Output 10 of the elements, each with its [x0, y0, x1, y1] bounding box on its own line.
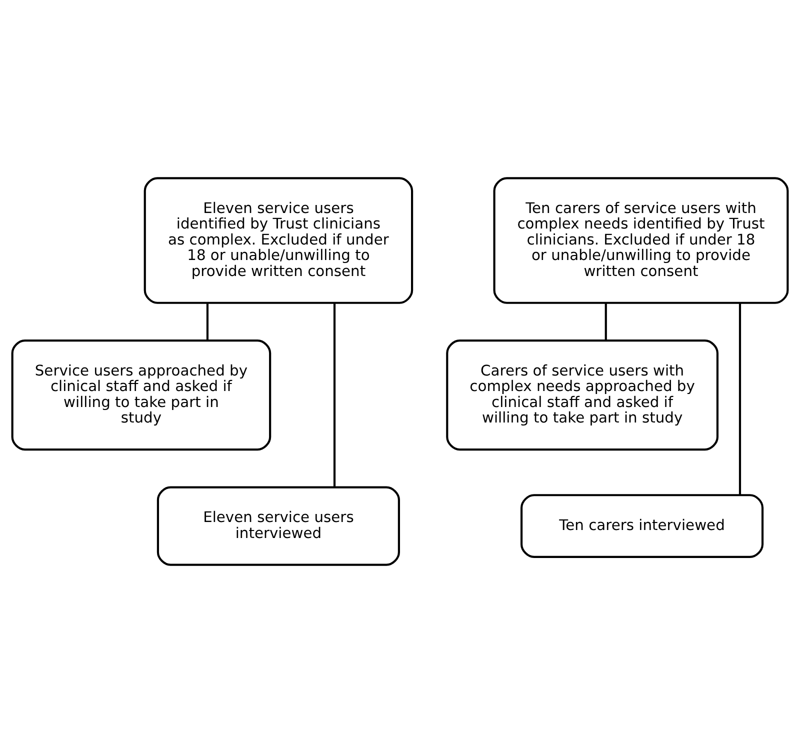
connector	[604, 302, 607, 340]
node-box: Eleven service users interviewed	[156, 486, 400, 566]
node-box: Ten carers interviewed	[520, 494, 764, 558]
node-box: Service users approached by clinical staff and asked if willing to take part in study	[11, 339, 272, 450]
connector	[333, 302, 336, 487]
node-box: Carers of service users with complex needs approached by clinical staff and asked if willing to take part in study	[446, 339, 719, 450]
connector	[206, 302, 209, 340]
connector	[738, 302, 742, 494]
node-box: Ten carers of service users with complex needs identified by Trust clinicians. Excluded if under 18 or unable/unwilling to provide written consent	[493, 176, 789, 304]
node-box: Eleven service users identified by Trust clinicians as complex. Excluded if under 18 or unable/unwilling to provide written consent	[144, 176, 414, 304]
